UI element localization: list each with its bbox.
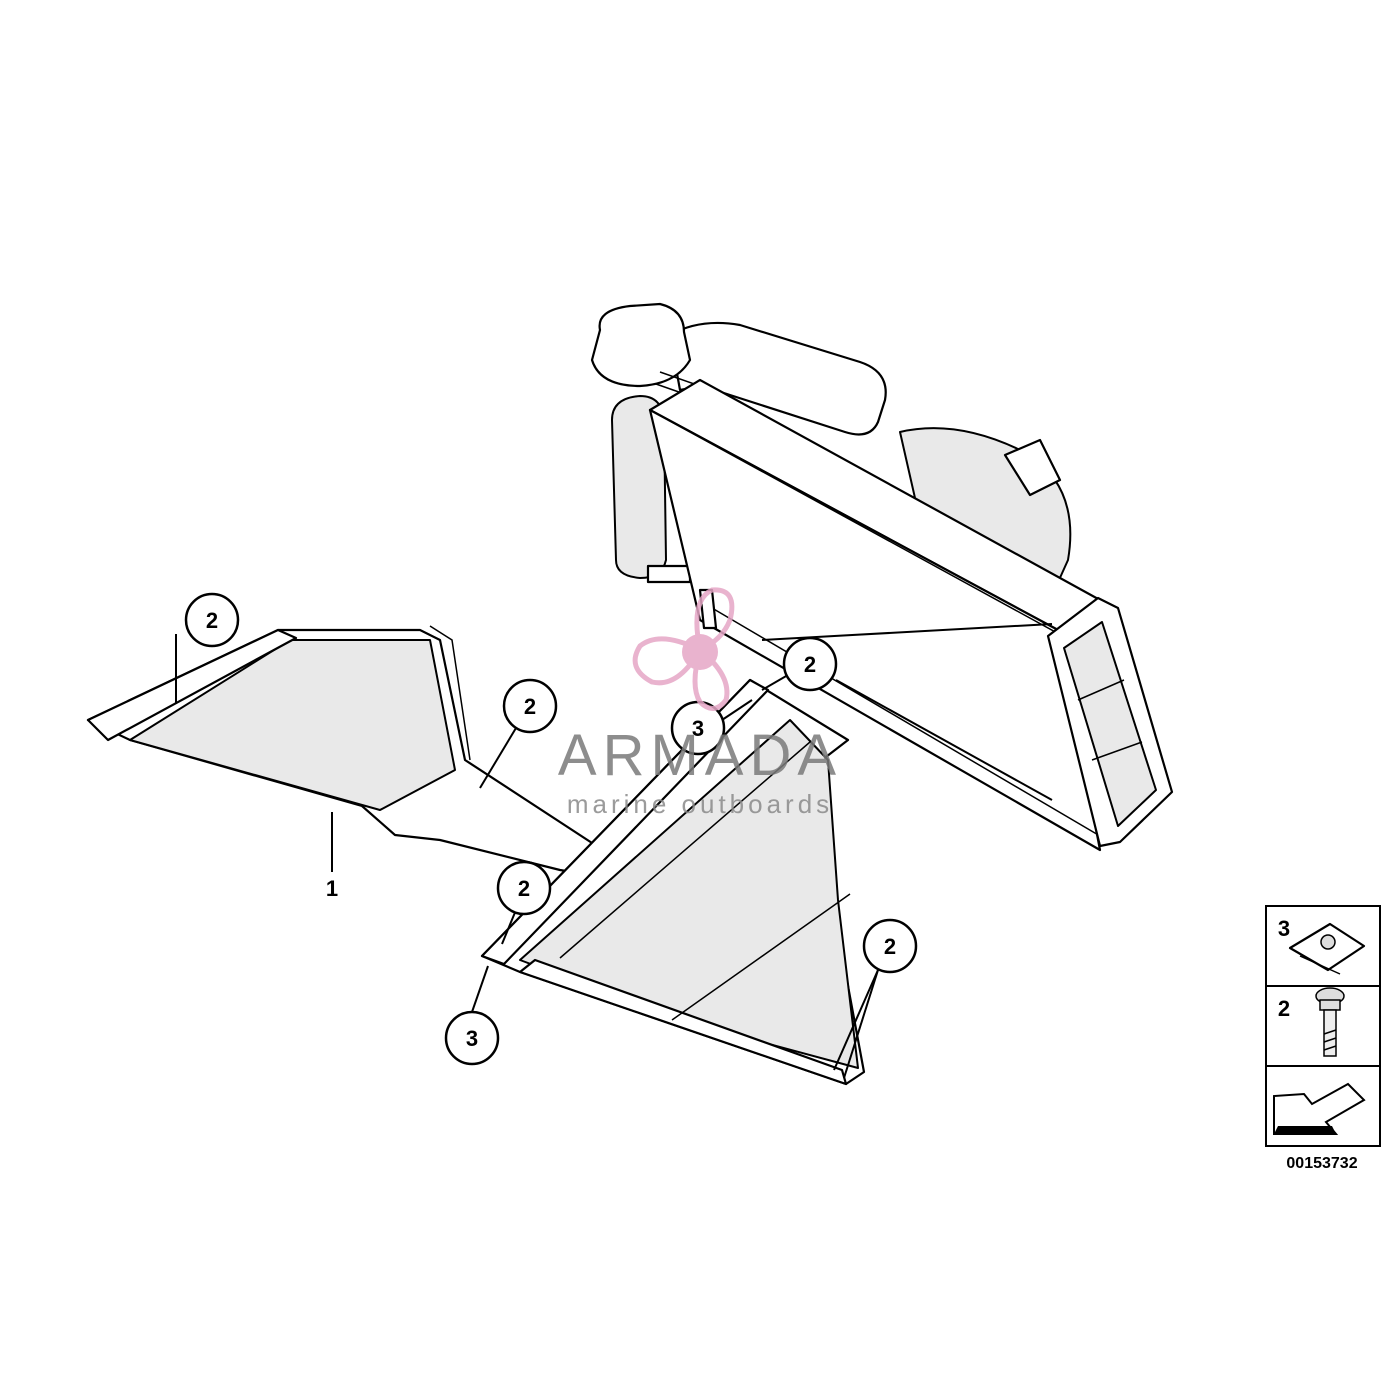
air-duct-part-1[interactable] <box>86 625 624 882</box>
propeller-icon <box>632 587 735 711</box>
parts-legend: 3 2 00153732 <box>1265 905 1381 1400</box>
callout-3-upper[interactable]: 3 <box>670 700 726 756</box>
svg-text:2: 2 <box>524 694 536 719</box>
clip-nut-icon <box>1288 922 1366 975</box>
callout-2-duct-middle[interactable]: 2 <box>502 678 558 734</box>
callout-3-lower[interactable]: 3 <box>444 1010 500 1066</box>
bolt-icon <box>1315 987 1345 1057</box>
svg-text:2: 2 <box>1278 996 1290 1021</box>
diagram-number: 00153732 <box>1286 1155 1357 1172</box>
svg-text:ARMADA: ARMADA <box>558 723 842 788</box>
callout-2-lower-left[interactable]: 2 <box>496 860 552 916</box>
radiator-assembly <box>590 302 1174 852</box>
svg-text:3: 3 <box>466 1026 478 1051</box>
callout-2-radiator[interactable]: 2 <box>782 636 838 692</box>
svg-text:3: 3 <box>692 716 704 741</box>
svg-text:2: 2 <box>518 876 530 901</box>
svg-text:1: 1 <box>326 876 338 901</box>
legend-item-bolt[interactable]: 2 <box>1278 987 1345 1057</box>
svg-text:2: 2 <box>804 652 816 677</box>
air-duct-lower-section[interactable] <box>480 678 866 1086</box>
callout-2-lower-right[interactable]: 2 <box>862 918 918 974</box>
svg-text:3: 3 <box>1278 916 1290 941</box>
legend-item-clip-nut[interactable]: 3 <box>1278 916 1366 975</box>
propeller-hub <box>682 634 718 670</box>
arrow-icon <box>1273 1082 1366 1135</box>
svg-text:2: 2 <box>206 608 218 633</box>
armada-watermark: ARMADA marine outboards <box>558 587 842 819</box>
legend-item-arrow <box>1273 1082 1366 1135</box>
svg-text:marine outboards: marine outboards <box>567 789 833 819</box>
callout-1-air-duct[interactable]: 1 <box>326 876 338 901</box>
callout-2-upper-left[interactable]: 2 <box>184 592 240 648</box>
svg-text:2: 2 <box>884 934 896 959</box>
